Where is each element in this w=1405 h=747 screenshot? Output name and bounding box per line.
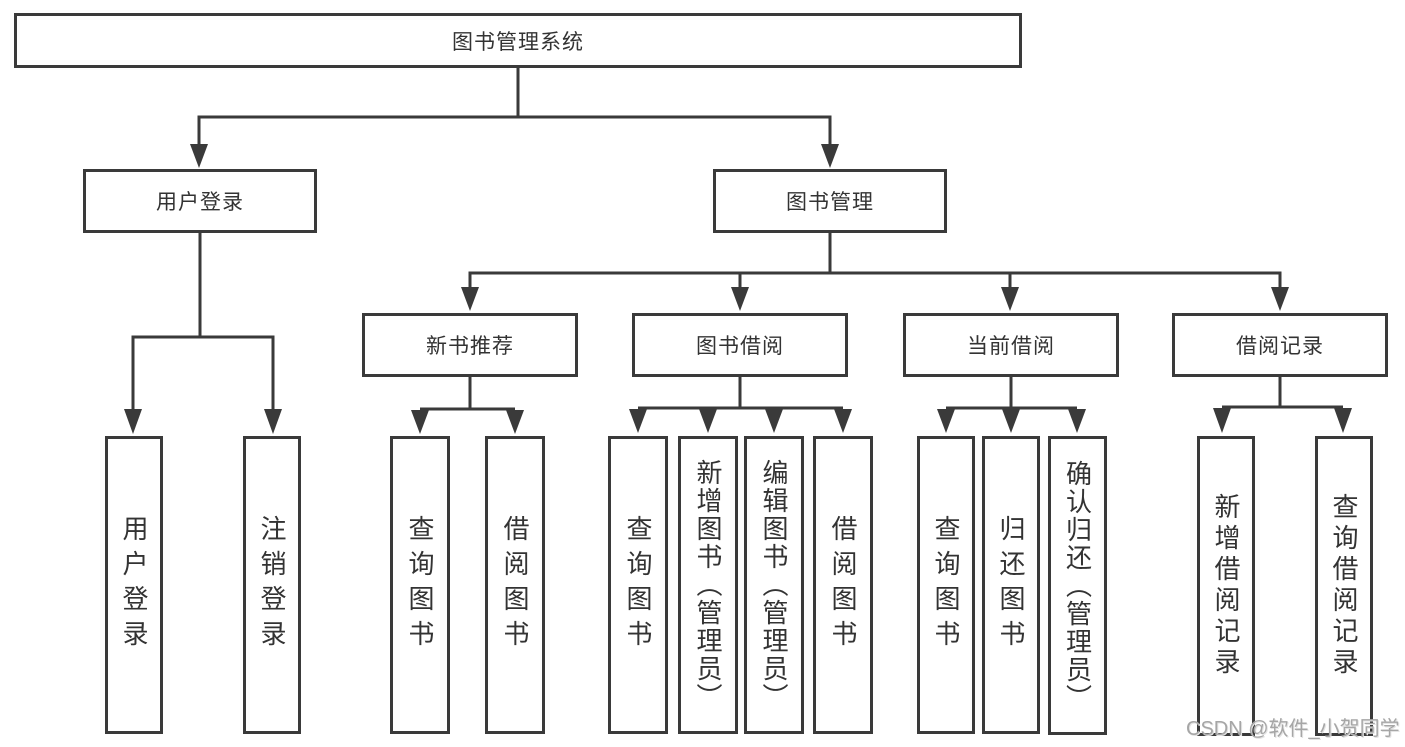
- node-current-borrow-label: 当前借阅: [967, 335, 1055, 358]
- leaf-edit-books-admin: 编辑图书（管理员）: [744, 436, 804, 734]
- node-current-borrow: 当前借阅: [903, 313, 1119, 377]
- node-book-borrow: 图书借阅: [632, 313, 848, 377]
- leaf-borrow-books-recommend-label: 借阅图书: [500, 515, 530, 655]
- node-new-book-recommend-label: 新书推荐: [426, 335, 514, 358]
- leaf-user-login-label: 用户登录: [119, 515, 149, 655]
- leaf-query-books-borrow: 查询图书: [608, 436, 668, 734]
- node-book-management: 图书管理: [713, 169, 947, 233]
- leaf-add-borrow-record-label: 新增借阅记录: [1211, 493, 1241, 679]
- node-book-borrow-label: 图书借阅: [696, 335, 784, 358]
- leaf-confirm-return-admin: 确认归还（管理员）: [1048, 436, 1107, 735]
- node-borrow-records: 借阅记录: [1172, 313, 1388, 377]
- leaf-logout-login: 注销登录: [243, 436, 301, 734]
- leaf-query-books-current: 查询图书: [917, 436, 975, 734]
- leaf-add-borrow-record: 新增借阅记录: [1197, 436, 1255, 736]
- leaf-query-borrow-record-label: 查询借阅记录: [1329, 493, 1359, 679]
- node-user-login: 用户登录: [83, 169, 317, 233]
- leaf-query-books-borrow-label: 查询图书: [623, 515, 653, 655]
- leaf-return-books-label: 归还图书: [996, 515, 1026, 655]
- node-user-login-label: 用户登录: [156, 191, 244, 214]
- node-book-management-label: 图书管理: [786, 191, 874, 214]
- leaf-borrow-books-recommend: 借阅图书: [485, 436, 545, 734]
- leaf-query-borrow-record: 查询借阅记录: [1315, 436, 1373, 736]
- csdn-watermark: CSDN @软件_小贺同学: [1186, 718, 1400, 740]
- node-new-book-recommend: 新书推荐: [362, 313, 578, 377]
- leaf-return-books: 归还图书: [982, 436, 1040, 734]
- leaf-borrow-books-borrow-label: 借阅图书: [828, 515, 858, 655]
- node-root: 图书管理系统: [14, 13, 1022, 68]
- leaf-add-books-admin: 新增图书（管理员）: [678, 436, 738, 734]
- leaf-edit-books-admin-label: 编辑图书（管理员）: [759, 459, 789, 711]
- leaf-query-books-recommend: 查询图书: [390, 436, 450, 734]
- leaf-query-books-current-label: 查询图书: [931, 515, 961, 655]
- leaf-borrow-books-borrow: 借阅图书: [813, 436, 873, 734]
- node-root-label: 图书管理系统: [452, 30, 584, 54]
- leaf-confirm-return-admin-label: 确认归还（管理员）: [1062, 459, 1093, 712]
- leaf-logout-login-label: 注销登录: [257, 515, 287, 655]
- leaf-query-books-recommend-label: 查询图书: [405, 515, 435, 655]
- leaf-add-books-admin-label: 新增图书（管理员）: [693, 459, 723, 711]
- leaf-user-login: 用户登录: [105, 436, 163, 734]
- node-borrow-records-label: 借阅记录: [1236, 335, 1324, 358]
